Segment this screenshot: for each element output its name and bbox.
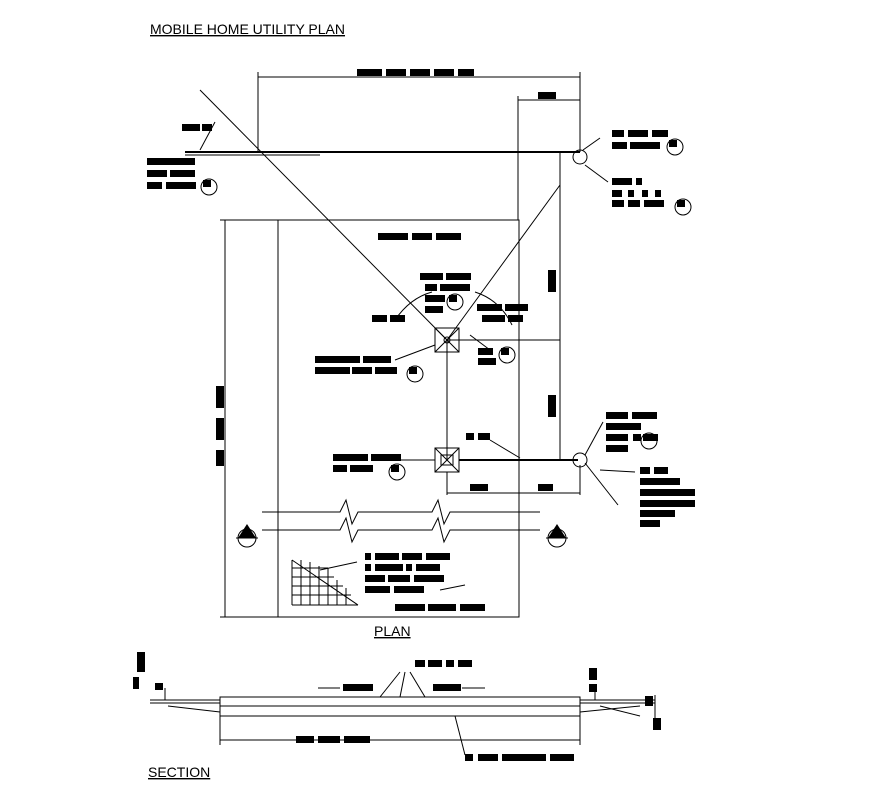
section-label: SECTION bbox=[148, 764, 210, 780]
utility-connection-top bbox=[572, 149, 588, 165]
section-marker-left bbox=[236, 524, 258, 548]
section-notes bbox=[133, 652, 661, 761]
slab-grid-detail bbox=[291, 559, 359, 606]
section-view bbox=[133, 652, 661, 761]
section-marker-right bbox=[546, 524, 568, 548]
drawing-title: MOBILE HOME UTILITY PLAN bbox=[150, 21, 345, 37]
utility-connection-bottom bbox=[572, 452, 588, 468]
sewer-box bbox=[434, 327, 460, 353]
plan-label: PLAN bbox=[374, 623, 411, 639]
plan-notes bbox=[147, 69, 695, 611]
mobile-home-outline bbox=[277, 219, 520, 618]
detail-tags bbox=[200, 138, 692, 481]
plan-view bbox=[147, 69, 695, 618]
